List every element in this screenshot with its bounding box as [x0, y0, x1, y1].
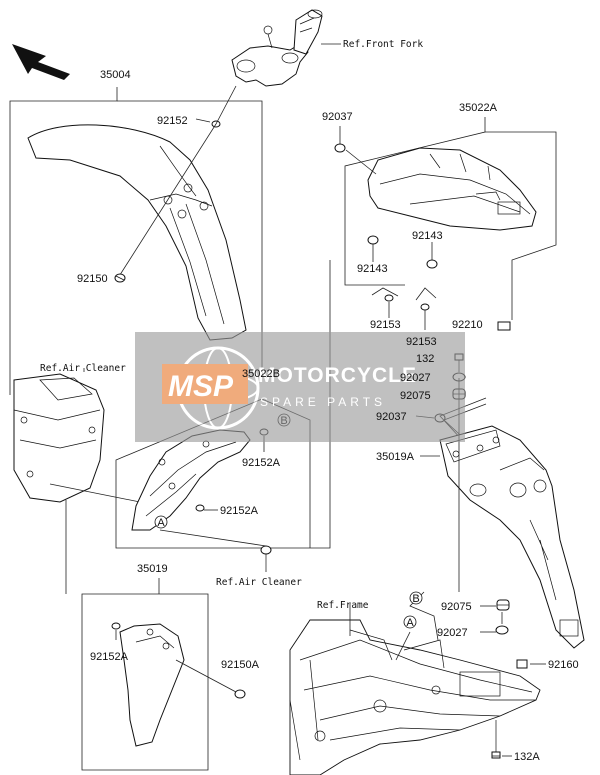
label-92037-top: 92037: [322, 111, 353, 123]
label-ref-frame: Ref.Frame: [317, 600, 369, 611]
watermark: [135, 332, 465, 442]
label-92027-b: 92027: [437, 627, 468, 639]
label-92037-b: 92037: [376, 411, 407, 423]
callout-a-1-label: A: [157, 517, 165, 529]
callout-a-1: [154, 515, 168, 529]
label-92153-a: 92153: [370, 319, 401, 331]
watermark-logo-box: [162, 364, 248, 404]
label-92160: 92160: [548, 659, 579, 671]
label-92075-a: 92075: [400, 390, 431, 402]
front-fender: [27, 124, 247, 341]
callout-b-2: [409, 591, 423, 605]
label-92210: 92210: [452, 319, 483, 331]
label-ref-air-cleaner-2: Ref.Air Cleaner: [216, 577, 302, 588]
nut-92160: [516, 659, 528, 669]
side-cover: [119, 623, 185, 747]
bolt-air-cleaner: [260, 545, 272, 570]
label-35022A: 35022A: [459, 102, 498, 114]
front-direction-arrow-icon: [12, 44, 70, 80]
label-92152A-b: 92152A: [220, 505, 259, 517]
grommet-92037: [334, 143, 346, 153]
label-132: 132: [416, 353, 434, 365]
washer-92152A-c: [111, 622, 121, 630]
bolt-92150: [114, 273, 126, 283]
label-35019: 35019: [137, 563, 168, 575]
label-ref-front-fork: Ref.Front Fork: [343, 39, 423, 50]
nut-92210: [497, 321, 511, 331]
label-35004: 35004: [100, 69, 131, 81]
label-92152A-a: 92152A: [242, 457, 281, 469]
callout-a-2: [403, 615, 417, 629]
callout-b-2-label: B: [412, 593, 419, 605]
label-ref-air-cleaner-1: Ref.Air Cleaner: [40, 363, 126, 374]
washer-92027-b: [495, 625, 509, 635]
rear-fender: [367, 147, 537, 231]
frame: [289, 619, 541, 775]
damper-92075-b: [496, 599, 510, 611]
label-92153-b: 92153: [406, 336, 437, 348]
front-fork-bracket: [231, 9, 323, 87]
label-92152: 92152: [157, 115, 188, 127]
label-35022B: 35022B: [242, 368, 280, 380]
label-92143-a: 92143: [412, 230, 443, 242]
washer-92152A-b: [195, 504, 205, 512]
label-92152A-c: 92152A: [90, 651, 129, 663]
label-92027-a: 92027: [400, 372, 431, 384]
rear-fender-bracket: [439, 425, 585, 649]
callout-a-2-label: A: [406, 617, 414, 629]
watermark-sub: SPARE PARTS: [260, 395, 386, 409]
bolt-92150A: [234, 689, 246, 699]
label-92150: 92150: [77, 273, 108, 285]
bolt-132A: [491, 720, 501, 759]
label-92143-b: 92143: [357, 263, 388, 275]
label-92075-b: 92075: [441, 601, 472, 613]
air-cleaner-case: [13, 373, 105, 503]
watermark-logo: MSP: [168, 370, 234, 403]
watermark-name: MOTORCYCLE: [258, 364, 417, 387]
label-92150A: 92150A: [221, 659, 260, 671]
rear-fender-fasteners: [367, 235, 438, 311]
label-132A: 132A: [514, 751, 540, 763]
label-35019A: 35019A: [376, 451, 415, 463]
